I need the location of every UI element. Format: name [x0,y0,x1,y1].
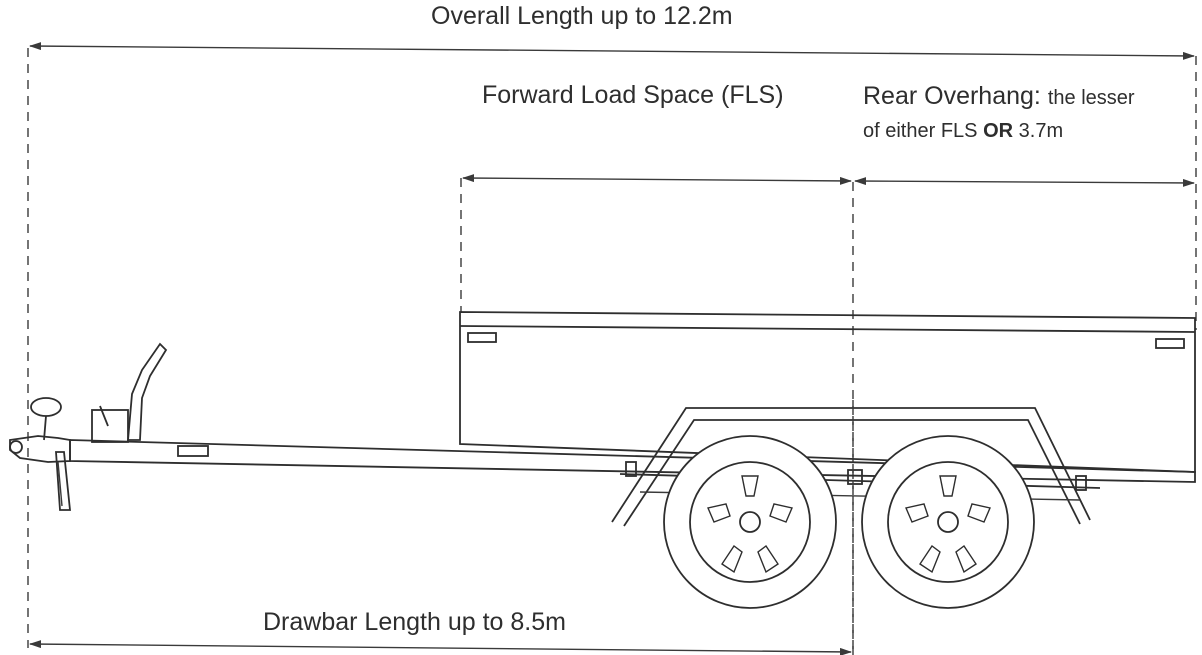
chassis-drawbar [69,439,1196,489]
rear-overhang-label-line-1: Rear Overhang: the lesser [863,82,1135,111]
rear-overhang-dimension-line [854,177,1195,187]
hand-brake-lever [127,342,168,441]
drawbar-length-dimension-line [29,640,852,655]
jockey-stand [55,451,71,511]
rear-hub [937,511,959,533]
cargo-box-top-rail [459,325,1196,333]
safety-chain [57,461,63,507]
rear-wheel [861,435,1035,609]
coupling-ball [9,440,23,454]
drawbar-length-label: Drawbar Length up to 8.5m [263,608,566,636]
rear-overhang-line2-b: 3.7m [1018,120,1064,142]
front-wheel [663,435,837,609]
front-rim [689,461,811,583]
fls-dimension-line [462,174,852,185]
coupling-head [9,435,71,463]
spring-hanger-rear [1075,475,1087,491]
brake-mechanism [91,409,129,443]
spring-hanger-front [625,461,637,477]
rear-overhang-or: OR [983,120,1014,142]
overall-length-dimension-line [29,42,1195,60]
rear-marker-light [1155,338,1185,349]
mudguard [611,407,1091,527]
coupling-assembly [9,342,168,511]
overall-length-label: Overall Length up to 12.2m [431,2,733,30]
cargo-box [459,311,1196,473]
front-hub [739,511,761,533]
rear-overhang-rest: the lesser [1047,87,1135,109]
hand-wheel-stem [43,415,47,441]
rear-overhang-line2-a: of either FLS [863,120,978,142]
mudguard-outer [611,407,1091,523]
spring-hanger-centre [847,469,863,485]
drawbar-reflector [177,445,209,457]
rear-overhang-label-line-2: of either FLS OR 3.7m [863,120,1063,143]
rear-rim [887,461,1009,583]
trailer-body [459,311,1196,473]
rear-overhang-title: Rear Overhang: [863,82,1041,110]
mudguard-inner [623,419,1081,527]
brake-linkage [99,405,109,427]
front-marker-light [467,332,497,343]
hand-wheel [30,397,62,417]
forward-load-space-label: Forward Load Space (FLS) [482,81,784,109]
